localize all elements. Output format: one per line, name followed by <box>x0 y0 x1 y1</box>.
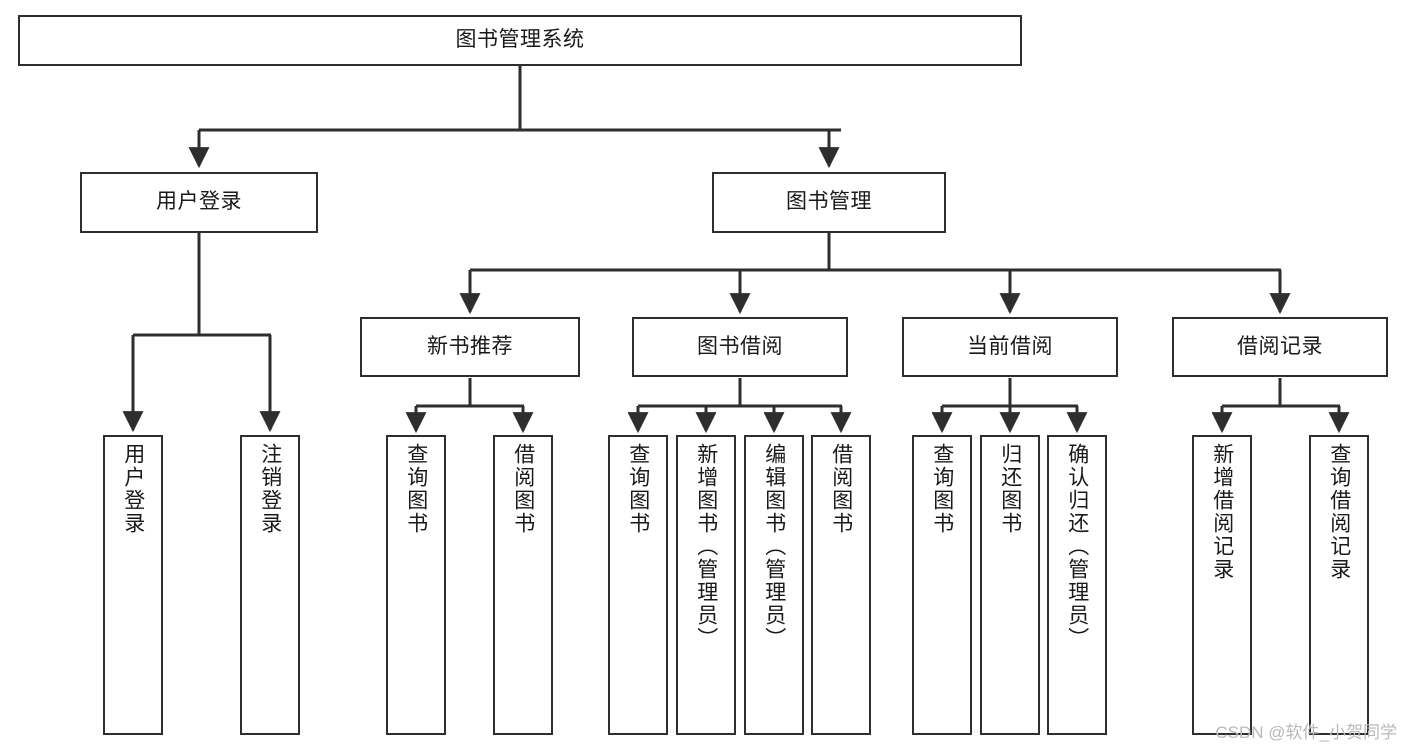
leaf-bb-borrow-books[interactable]: 借阅图书 <box>811 435 871 735</box>
leaf-logout-label: 注销登录 <box>258 443 282 535</box>
node-current-borrow[interactable]: 当前借阅 <box>902 317 1118 377</box>
leaf-cb-query-books-label: 查询图书 <box>930 443 954 535</box>
leaf-cb-query-books[interactable]: 查询图书 <box>912 435 972 735</box>
node-book-borrow[interactable]: 图书借阅 <box>632 317 848 377</box>
node-borrow-records[interactable]: 借阅记录 <box>1172 317 1388 377</box>
leaf-nb-query-books[interactable]: 查询图书 <box>386 435 446 735</box>
leaf-bb-borrow-books-label: 借阅图书 <box>829 443 853 535</box>
leaf-br-query-record-label: 查询借阅记录 <box>1327 443 1351 581</box>
node-user-login[interactable]: 用户登录 <box>80 172 318 233</box>
leaf-bb-edit-book-admin-label: 编辑图书（管理员） <box>762 443 786 650</box>
leaf-cb-confirm-return-admin[interactable]: 确认归还（管理员） <box>1047 435 1107 735</box>
leaf-logout[interactable]: 注销登录 <box>240 435 300 735</box>
leaf-cb-confirm-return-admin-label: 确认归还（管理员） <box>1065 443 1089 650</box>
node-book-management-label: 图书管理 <box>786 190 872 214</box>
node-current-borrow-label: 当前借阅 <box>967 334 1053 358</box>
leaf-nb-query-books-label: 查询图书 <box>404 443 428 535</box>
leaf-user-login[interactable]: 用户登录 <box>103 435 163 735</box>
node-new-book-recommendation[interactable]: 新书推荐 <box>360 317 580 377</box>
leaf-br-query-record[interactable]: 查询借阅记录 <box>1309 435 1369 735</box>
leaf-br-add-record-label: 新增借阅记录 <box>1210 443 1234 581</box>
leaf-bb-add-book-admin[interactable]: 新增图书（管理员） <box>676 435 736 735</box>
node-root-system-label: 图书管理系统 <box>455 28 585 52</box>
leaf-cb-return-books-label: 归还图书 <box>998 443 1022 535</box>
node-root-system[interactable]: 图书管理系统 <box>18 15 1022 66</box>
node-book-borrow-label: 图书借阅 <box>697 334 783 358</box>
node-borrow-records-label: 借阅记录 <box>1237 334 1323 358</box>
leaf-nb-borrow-books[interactable]: 借阅图书 <box>493 435 553 735</box>
leaf-user-login-label: 用户登录 <box>121 443 145 535</box>
leaf-bb-add-book-admin-label: 新增图书（管理员） <box>694 443 718 650</box>
leaf-cb-return-books[interactable]: 归还图书 <box>980 435 1040 735</box>
node-user-login-label: 用户登录 <box>156 190 242 214</box>
leaf-nb-borrow-books-label: 借阅图书 <box>511 443 535 535</box>
leaf-br-add-record[interactable]: 新增借阅记录 <box>1192 435 1252 735</box>
node-new-book-recommendation-label: 新书推荐 <box>427 334 513 358</box>
node-book-management[interactable]: 图书管理 <box>712 172 946 233</box>
leaf-bb-query-books-label: 查询图书 <box>626 443 650 535</box>
leaf-bb-query-books[interactable]: 查询图书 <box>608 435 668 735</box>
leaf-bb-edit-book-admin[interactable]: 编辑图书（管理员） <box>744 435 804 735</box>
